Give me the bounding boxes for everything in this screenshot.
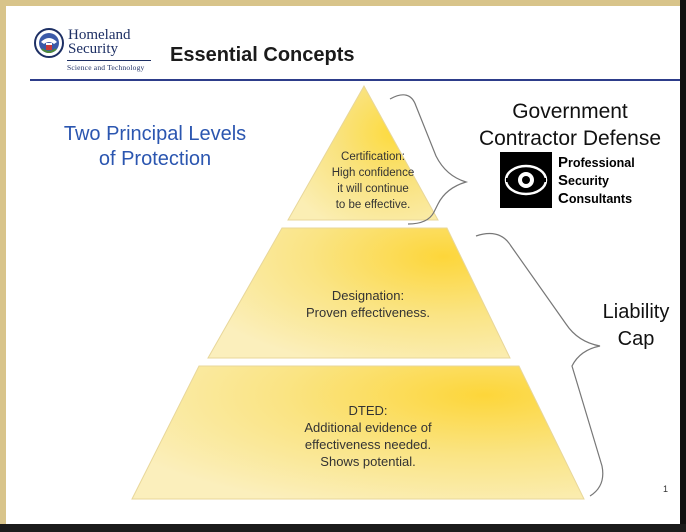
psc-word-2: ecurity: [568, 174, 610, 188]
slide: Homeland Security Science and Technology…: [6, 6, 680, 524]
tier-certification-text: Certification: High confidence it will c…: [298, 149, 448, 213]
tier-line: Certification:: [341, 151, 405, 163]
psc-word-3: onsultants: [568, 192, 633, 206]
homeland-security-logo: Homeland Security Science and Technology: [28, 26, 154, 78]
liability-line-1: Liability: [602, 301, 670, 323]
psc-initial-p: P: [558, 154, 569, 171]
gcd-line-1: Government: [512, 100, 628, 123]
liability-cap-label: Liability Cap: [592, 299, 680, 353]
page-number: 1: [663, 484, 669, 494]
bottom-edge-bar: [0, 524, 686, 532]
caption-line-2: of Protection: [98, 148, 212, 170]
government-contractor-defense-label: Government Contractor Defense: [462, 98, 678, 152]
logo-divider: [67, 60, 151, 61]
psc-logo-icon: [500, 152, 552, 208]
tier-line: High confidence: [331, 167, 415, 179]
pyramid-tier-middle: [207, 227, 511, 359]
liability-brace: [475, 233, 604, 497]
gcd-line-2: Contractor Defense: [478, 127, 662, 150]
tier-line: effectiveness needed.: [304, 437, 432, 452]
logo-homeland-text: Homeland: [68, 27, 131, 43]
liability-line-2: Cap: [617, 328, 655, 350]
pyramid-tier-bottom: [131, 365, 585, 500]
tier-line: DTED:: [348, 403, 388, 418]
dhs-seal-icon: [34, 28, 64, 58]
header-divider: [30, 79, 680, 81]
psc-wordmark: Professional Security Consultants: [558, 154, 635, 208]
tier-line: Additional evidence of: [304, 420, 432, 435]
psc-word-1: rofessional: [568, 156, 635, 170]
right-edge-bar: [680, 0, 686, 532]
logo-subtitle: Science and Technology: [67, 63, 145, 72]
caption-line-1: Two Principal Levels: [63, 123, 247, 145]
protection-levels-caption: Two Principal Levels of Protection: [50, 122, 260, 172]
tier-designation-text: Designation: Proven effectiveness.: [258, 287, 478, 321]
psc-initial-s: S: [558, 172, 569, 189]
tier-line: it will continue: [337, 183, 409, 195]
tier-line: Designation:: [331, 288, 405, 303]
page-title: Essential Concepts: [170, 44, 355, 66]
tier-line: to be effective.: [335, 199, 411, 211]
tier-line: Shows potential.: [320, 454, 416, 469]
gcd-brace: [389, 94, 469, 225]
pyramid-diagram: [131, 84, 604, 500]
psc-initial-c: C: [558, 190, 569, 207]
tier-dted-text: DTED: Additional evidence of effectivene…: [238, 402, 498, 470]
psc-logo: Professional Security Consultants: [500, 152, 656, 210]
logo-security-text: Security: [68, 41, 118, 57]
pyramid-tier-top: [287, 84, 439, 221]
tier-line: Proven effectiveness.: [305, 305, 431, 320]
